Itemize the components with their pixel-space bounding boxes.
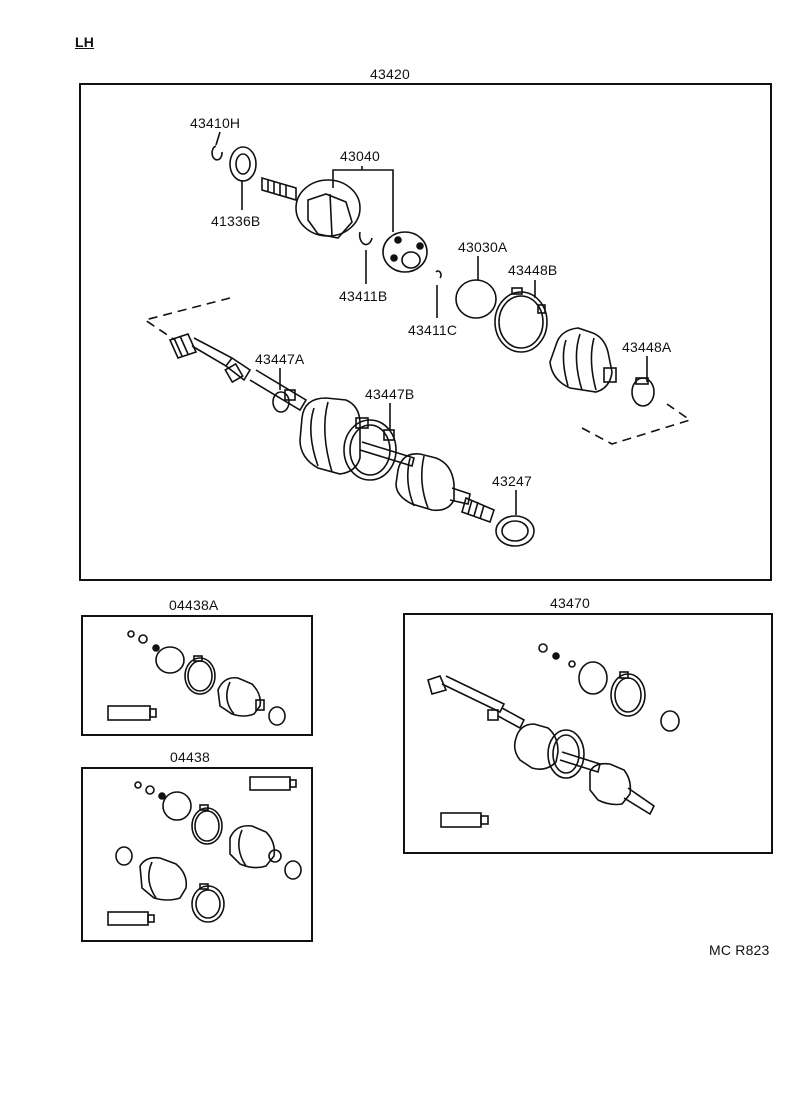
ring-icon [455, 279, 497, 319]
leader-lines [215, 131, 648, 515]
outboard-boot-icon [395, 453, 495, 524]
side-label: LH [75, 34, 95, 50]
part-43040[interactable]: 43040 [340, 148, 380, 164]
part-43447B[interactable]: 43447B [365, 386, 415, 402]
snap-ring-icon [358, 231, 373, 246]
inboard-joint-icon [299, 397, 415, 481]
kit-04438A-frame [81, 615, 313, 736]
part-43410H[interactable]: 43410H [190, 115, 241, 131]
kit-04438-frame [81, 767, 313, 942]
boot-icon [549, 327, 617, 393]
part-43247[interactable]: 43247 [492, 473, 532, 489]
kit-04438A-parts [107, 630, 286, 726]
part-43411C[interactable]: 43411C [408, 322, 458, 338]
part-43030A[interactable]: 43030A [458, 239, 508, 255]
seal-ring-icon [495, 515, 535, 547]
outboard-joint-icon [261, 176, 361, 239]
dashed-guide-lines [143, 297, 692, 445]
clip-icon [435, 270, 442, 279]
main-assembly-frame [79, 83, 772, 581]
part-41336B[interactable]: 41336B [211, 213, 261, 229]
part-43448B[interactable]: 43448B [508, 262, 558, 278]
kit-43470-parts [427, 643, 680, 828]
kit-04438-number: 04438 [170, 749, 210, 765]
kit-43470-frame [403, 613, 773, 854]
kit-43470-number: 43470 [550, 595, 590, 611]
part-43448A[interactable]: 43448A [622, 339, 672, 355]
snap-ring-icon [211, 145, 223, 161]
drive-shaft-icon [168, 333, 308, 413]
boot-band-icon [631, 377, 655, 407]
part-43447A[interactable]: 43447A [255, 351, 305, 367]
kit-04438A-number: 04438A [169, 597, 219, 613]
part-43411B[interactable]: 43411B [339, 288, 388, 304]
boot-band-icon [494, 287, 548, 353]
tripod-hub-icon [382, 231, 428, 273]
main-assembly-number: 43420 [370, 66, 410, 82]
dust-seal-icon [229, 146, 257, 182]
kit-04438-parts [107, 776, 302, 926]
reference-code: MC R823 [709, 942, 770, 958]
